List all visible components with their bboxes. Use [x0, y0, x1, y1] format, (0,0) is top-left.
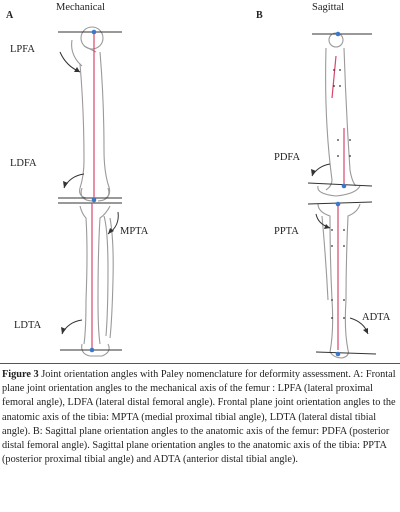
- ankle-a: [81, 343, 110, 357]
- lpfa-label: LPFA: [10, 44, 35, 55]
- ppta-label: PPTA: [274, 226, 299, 237]
- caption-divider: [0, 363, 400, 364]
- panel-a-angle-arcs: [59, 51, 119, 335]
- panel-a-joint-points: [89, 29, 97, 353]
- caption-label: Figure 3: [2, 369, 39, 380]
- fibula-a: [103, 215, 109, 337]
- hip-center-point-b: [335, 31, 341, 37]
- hip-center-point-a: [91, 29, 97, 35]
- knee-tibia-point-b: [335, 201, 341, 207]
- panel-b-axis-ticks: [331, 69, 351, 319]
- ldfa-label: LDFA: [10, 158, 37, 169]
- panel-a-axis-lines: [91, 32, 95, 350]
- ankle-center-point-b: [335, 351, 341, 357]
- tibia-anterior-b: [344, 203, 361, 351]
- leg-diagrams: [58, 26, 377, 359]
- ldta-label: LDTA: [14, 320, 42, 331]
- femur-proximal-axis-b: [331, 55, 337, 99]
- caption-text: Joint orientation angles with Paley nome…: [2, 369, 396, 466]
- panel-b-letter: B: [256, 10, 263, 21]
- figure-caption: Figure 3 Joint orientation angles with P…: [2, 368, 398, 467]
- femoral-head-a: [80, 26, 104, 50]
- tibia-posterior-b: [317, 203, 334, 353]
- panel-b-reference-lines: [307, 33, 377, 355]
- tibia-shaft-a: [79, 205, 88, 345]
- adta-label: ADTA: [362, 312, 391, 323]
- knee-center-point-a: [91, 197, 97, 203]
- femur-anterior-b: [343, 47, 357, 187]
- femur-posterior-b: [325, 47, 333, 191]
- mpta-label: MPTA: [120, 226, 149, 237]
- ldta-arc: [61, 319, 83, 335]
- panel-b-joint-points: [335, 31, 347, 357]
- knee-reference-line-femur-b: [307, 182, 373, 187]
- panel-b-angle-arcs: [311, 163, 369, 335]
- knee-femur-point-b: [341, 183, 347, 189]
- figure: A Mechanical B Sagittal: [6, 2, 391, 359]
- pdfa-label: PDFA: [274, 152, 301, 163]
- panel-b-title: Sagittal: [312, 2, 345, 13]
- panel-b-leg-diagram: [317, 32, 361, 359]
- ankle-center-point-a: [89, 347, 95, 353]
- panel-a-letter: A: [6, 10, 14, 21]
- panel-a-title: Mechanical: [56, 2, 105, 13]
- greater-trochanter-a: [71, 39, 83, 67]
- pdfa-arc: [311, 163, 331, 177]
- ankle-reference-line-b: [315, 351, 377, 355]
- panel-b-axis-lines: [331, 55, 345, 350]
